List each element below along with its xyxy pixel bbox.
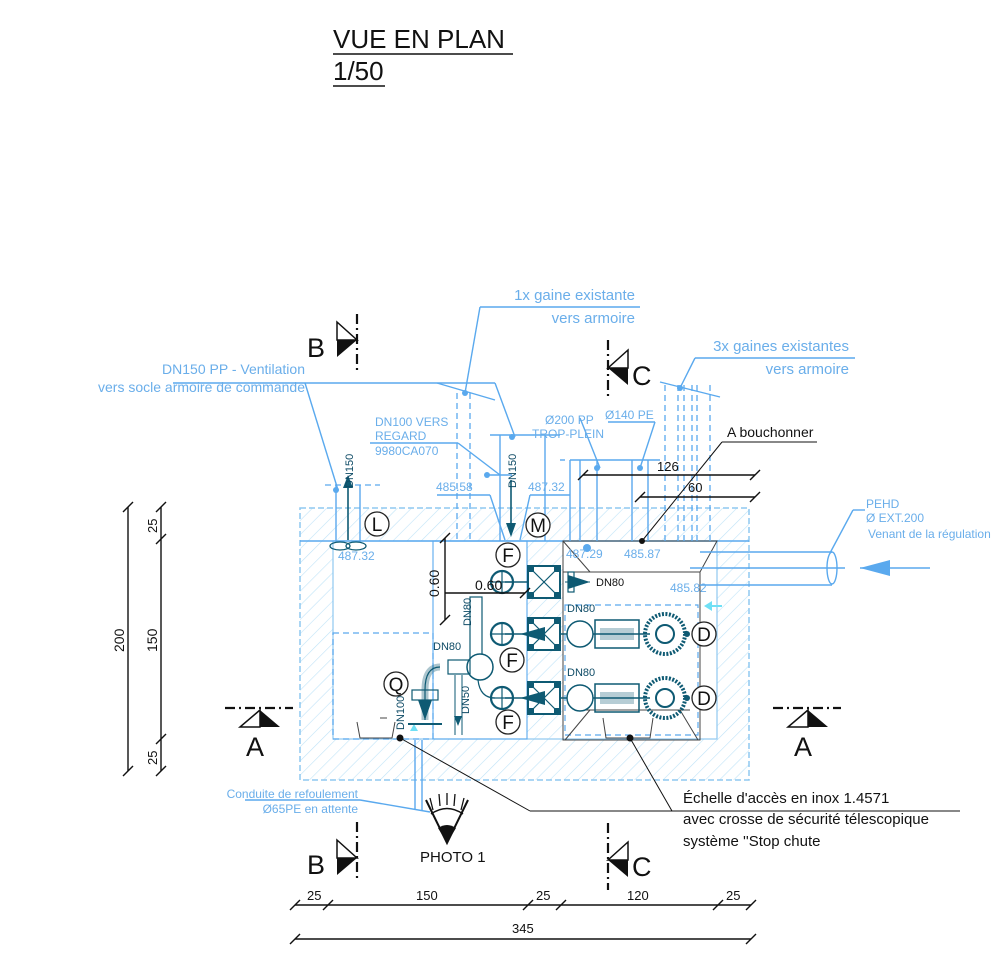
svg-text:F: F — [506, 651, 518, 672]
svg-text:F: F — [502, 713, 514, 734]
dimension-lines: 126 60 0.60 0.60 200 25 150 25 25 — [111, 459, 761, 945]
section-mark-a-right: A — [773, 706, 841, 762]
ventilation-label-1: DN150 PP - Ventilation — [162, 361, 305, 377]
marker-l: L — [364, 511, 390, 537]
markers: L M F F F D D Q — [364, 511, 717, 735]
pehd-label-3: Venant de la régulation — [868, 527, 991, 541]
marker-d: D — [691, 621, 717, 647]
pump — [566, 612, 690, 656]
right-chamber — [562, 540, 718, 741]
svg-text:B: B — [307, 333, 325, 363]
echelle-label-1: Échelle d'accès en inox 1.4571 — [683, 790, 889, 807]
marker-f: F — [495, 709, 521, 735]
trop-plein-label-1: Ø200 PP — [545, 413, 594, 427]
svg-text:D: D — [697, 689, 711, 710]
section-mark-b-bottom: B — [307, 822, 359, 882]
echelle-label-3: système ''Stop chute — [683, 833, 820, 850]
arrow-down-dn150 — [506, 480, 516, 537]
svg-text:C: C — [632, 852, 652, 882]
gaine3-label-2: vers armoire — [766, 361, 849, 378]
svg-text:L: L — [372, 515, 383, 536]
section-mark-c-top: C — [606, 340, 652, 396]
dim-inner-h: 0.60 — [426, 570, 442, 597]
pipe-dn80-outlet: DN80 — [596, 577, 624, 589]
camera-view-icon: PHOTO 1 — [420, 793, 486, 866]
valves — [520, 565, 590, 715]
refoulement-label-2: Ø65PE en attente — [263, 802, 359, 816]
title-block: VUE EN PLAN 1/50 — [333, 24, 513, 87]
dn100-label-1: DN100 VERS — [375, 415, 448, 429]
dim-60: 60 — [688, 480, 702, 495]
conduits — [173, 306, 930, 813]
level-487-29: 487.29 — [566, 547, 603, 561]
dn100-label-3: 9980CA070 — [375, 444, 439, 458]
photo-label: PHOTO 1 — [420, 849, 486, 866]
svg-text:D: D — [697, 625, 711, 646]
svg-text:A: A — [246, 732, 264, 762]
marker-f: F — [499, 647, 525, 673]
gaine1-label-2: vers armoire — [552, 310, 635, 327]
dim-bottom-120: 120 — [627, 888, 649, 903]
black-annotations: A bouchonner Échelle d'accès en inox 1.4… — [396, 424, 960, 850]
dim-left-200: 200 — [111, 628, 127, 652]
pipe-dn150-left: DN150 — [344, 454, 356, 488]
pump — [566, 676, 690, 720]
arrow-up-dn150 — [343, 475, 353, 540]
dim-bottom-345: 345 — [512, 921, 534, 936]
level-485-58: 485.58 — [436, 480, 473, 494]
pipe-dn80-vertical: DN80 — [462, 598, 474, 626]
dim-left-25-top: 25 — [145, 519, 160, 533]
pipe-dn150-right: DN150 — [507, 454, 519, 488]
gate-valve — [527, 565, 561, 599]
dim-bottom-25-a: 25 — [307, 888, 321, 903]
pipe-dn80-pump1: DN80 — [567, 603, 595, 615]
dim-inner-w: 0.60 — [475, 577, 502, 593]
gaine1-label-1: 1x gaine existante — [514, 287, 635, 304]
dim-bottom-25-c: 25 — [726, 888, 740, 903]
svg-text:B: B — [307, 850, 325, 880]
dim-left-150: 150 — [144, 628, 160, 652]
section-mark-b-top: B — [307, 314, 359, 370]
echelle-label-2: avec crosse de sécurité télescopique — [683, 811, 929, 828]
fan-icon — [329, 541, 367, 551]
dim-bottom-25-b: 25 — [536, 888, 550, 903]
marker-m: M — [525, 512, 551, 538]
level-485-87: 485.87 — [624, 547, 661, 561]
title-text: VUE EN PLAN — [333, 24, 505, 54]
dim-bottom-150: 150 — [416, 888, 438, 903]
pe140-label: Ø140 PE — [605, 408, 654, 422]
pehd-label-2: Ø EXT.200 — [866, 511, 924, 525]
svg-text:M: M — [530, 516, 546, 537]
level-487-32-b: 487.32 — [528, 480, 565, 494]
pipe-dn80-pump2: DN80 — [567, 667, 595, 679]
bouchonner-label: A bouchonner — [727, 424, 814, 440]
marker-f: F — [495, 542, 521, 568]
section-mark-a-left: A — [225, 706, 293, 762]
pipe-dn50: DN50 — [460, 686, 472, 714]
svg-text:A: A — [794, 732, 812, 762]
svg-text:Q: Q — [389, 675, 404, 696]
scale-text: 1/50 — [333, 56, 384, 86]
trop-plein-label-2: TROP-PLEIN — [532, 427, 604, 441]
dim-126: 126 — [657, 459, 679, 474]
pipe-dn100: DN100 — [395, 696, 407, 730]
svg-text:C: C — [632, 361, 652, 391]
blue-annotations: DN150 PP - Ventilation vers socle armoir… — [98, 287, 991, 816]
dn100-label-2: REGARD — [375, 429, 427, 443]
level-487-32-a: 487.32 — [338, 549, 375, 563]
pehd-label-1: PEHD — [866, 497, 900, 511]
ventilation-label-2: vers socle armoire de commande — [98, 379, 305, 395]
gaine3-label-1: 3x gaines existantes — [713, 338, 849, 355]
svg-text:F: F — [502, 546, 514, 567]
marker-q: Q — [383, 671, 409, 697]
pipe-dn80-left: DN80 — [433, 641, 461, 653]
refoulement-label-1: Conduite de refoulement — [227, 787, 359, 801]
section-mark-c-bottom: C — [606, 823, 652, 890]
level-485-82: 485.82 — [670, 581, 707, 595]
pipe-labels: DN150 DN150 DN80 DN80 DN80 DN80 DN80 DN5… — [344, 454, 624, 730]
marker-d: D — [691, 685, 717, 711]
dim-left-25-bottom: 25 — [145, 751, 160, 765]
